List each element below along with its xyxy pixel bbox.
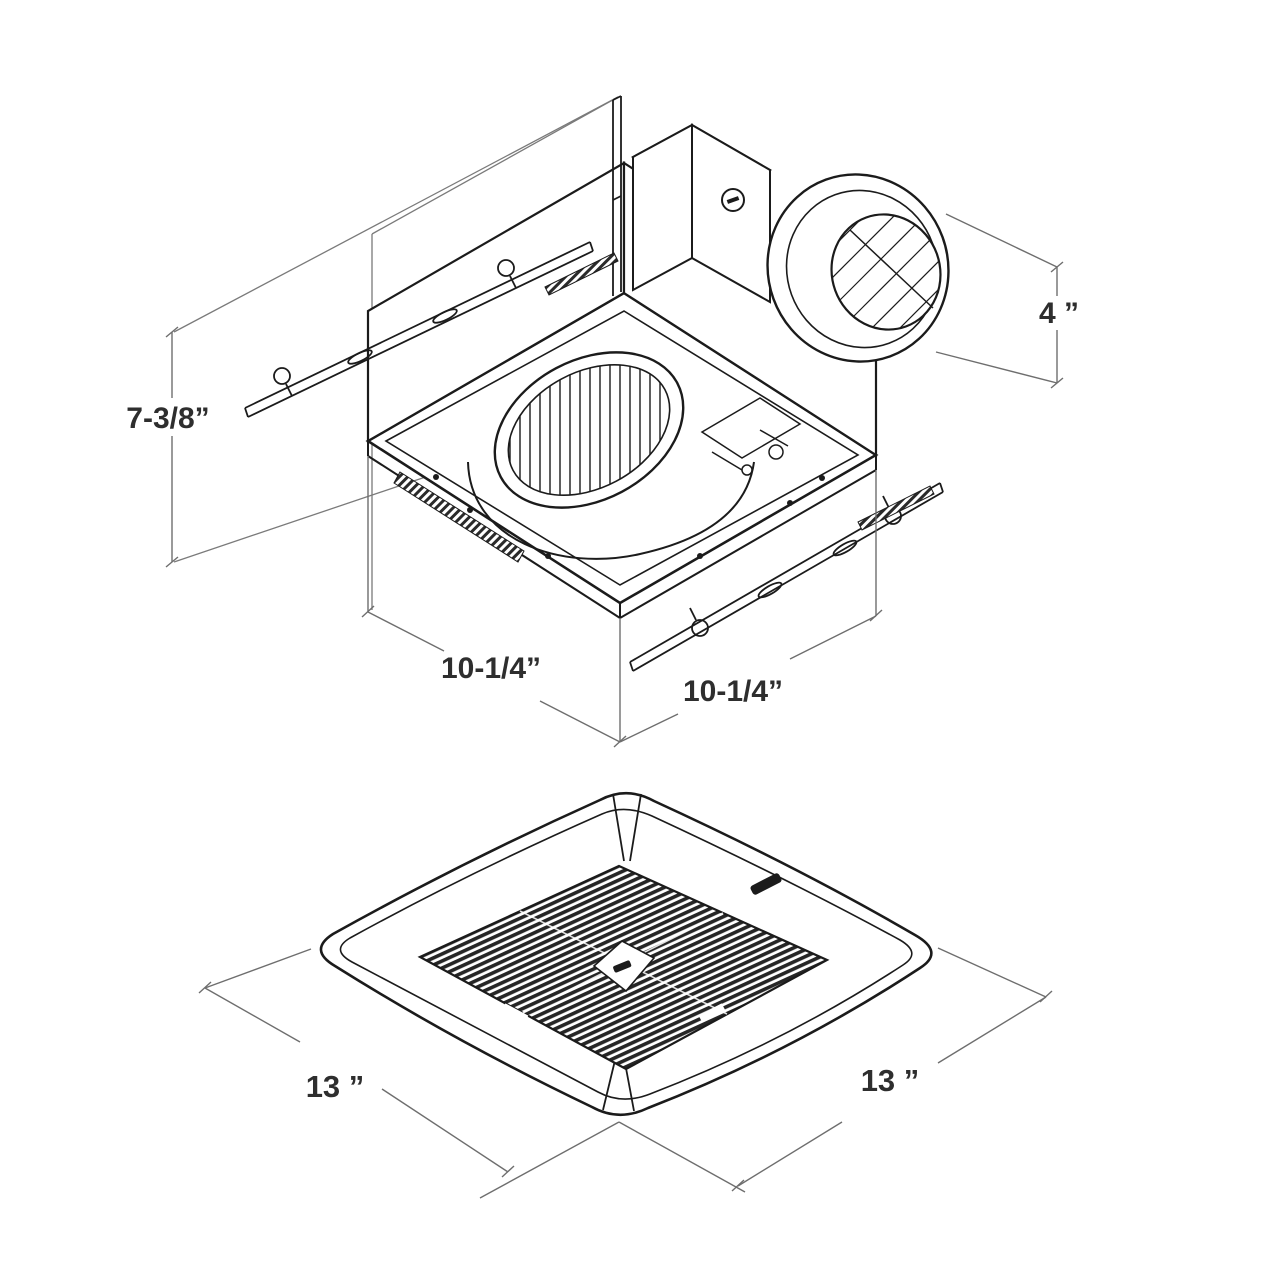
dim-duct: 4 ” [935, 213, 1079, 389]
blower-opening [467, 340, 755, 560]
dim-grille-left: 13 ” [198, 948, 620, 1199]
grille-louver-panel [417, 864, 830, 1071]
dim-label-duct: 4 ” [1039, 297, 1079, 330]
dim-label-height: 7-3/8” [126, 402, 209, 435]
frame-screws [433, 474, 825, 559]
duct-connector [766, 173, 957, 363]
dim-width: 10-1/4” [619, 470, 883, 743]
dim-grille-right: 13 ” [618, 947, 1053, 1193]
dim-depth: 10-1/4” [361, 456, 627, 748]
grille-center-latch [613, 960, 632, 973]
dim-label-grille-left: 13 ” [306, 1069, 365, 1104]
grille-bottom-view: 13 ” 13 ” [198, 791, 1053, 1199]
dim-label-depth: 10-1/4” [441, 652, 541, 685]
isometric-housing-view: 7-3/8” 4 ” 10-1/4” [126, 95, 1079, 748]
motor-parts [700, 397, 802, 476]
dim-height: 7-3/8” [126, 326, 210, 568]
blower-scroll-curve [467, 461, 755, 560]
dim-label-width: 10-1/4” [683, 675, 783, 708]
junction-box [630, 123, 773, 304]
grille-tab-right [698, 1003, 726, 1023]
hatched-strips [393, 252, 935, 563]
rail-back-left [244, 241, 594, 418]
grille-marker-bar [750, 873, 782, 895]
grille-tab-left [501, 1003, 529, 1023]
dim-label-grille-right: 13 ” [861, 1063, 920, 1098]
knockout-circle [721, 188, 745, 212]
grille-cover-inner-edge [339, 808, 913, 1100]
